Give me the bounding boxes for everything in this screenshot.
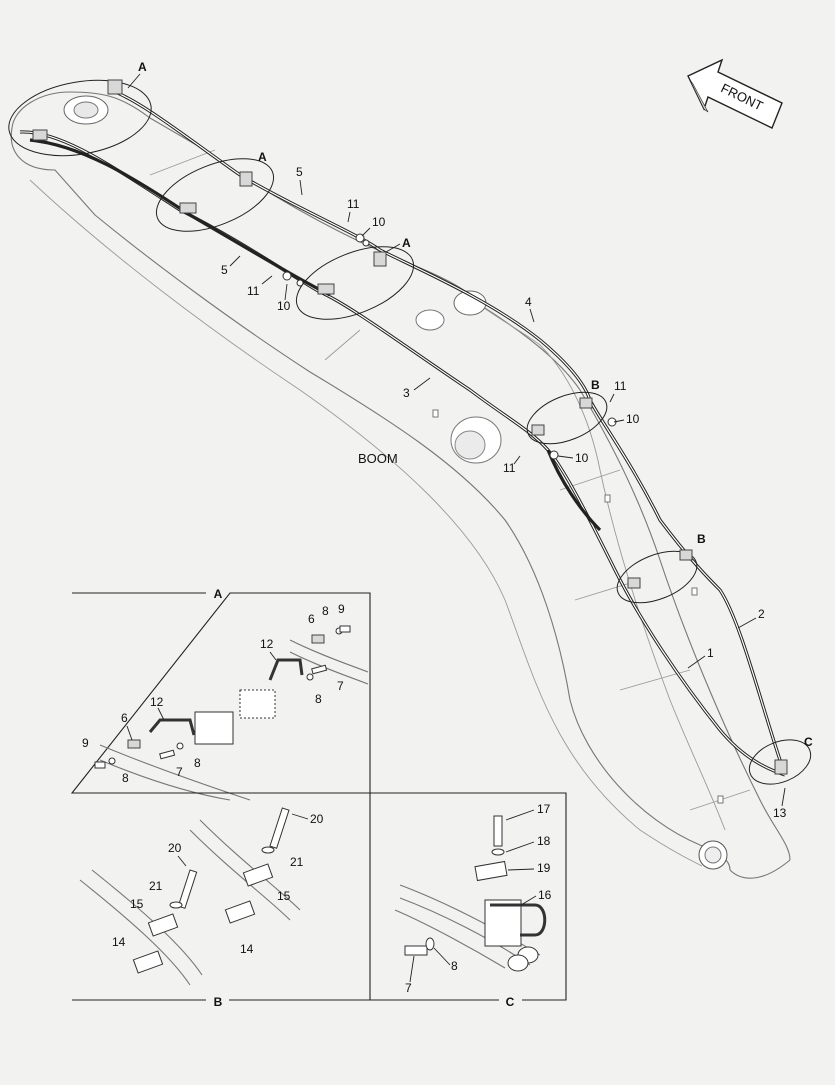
callout-c-18: 18 [537,834,551,848]
detail-b-title: B [214,995,223,1009]
callout-main-c: C [804,735,813,749]
detail-a-panel: A 6 8 9 12 7 8 12 6 9 8 7 8 [70,587,371,801]
callout-main-4: 4 [525,295,532,309]
callout-a-8-mid: 8 [315,692,322,706]
callout-b-14-left: 14 [112,935,126,949]
callout-main-11b: 11 [247,284,260,298]
hose-clamps [32,79,788,775]
main-callouts: A A A B B C 1 2 3 4 5 5 10 10 10 10 11 1… [127,60,813,820]
callout-a-9-bottom: 9 [82,736,89,750]
callout-c-19: 19 [537,861,551,875]
callout-main-10b: 10 [277,299,291,313]
callout-main-10a: 10 [372,215,386,229]
callout-main-b2: B [697,532,706,546]
boom-label: BOOM [358,451,398,466]
callout-main-5a: 5 [296,165,303,179]
front-arrow-icon: FRONT [687,58,783,129]
callout-main-13: 13 [773,806,787,820]
callout-main-2: 2 [758,607,765,621]
callout-main-10c: 10 [626,412,640,426]
callout-c-16: 16 [538,888,552,902]
callout-a-6-bottom: 6 [121,711,128,725]
callout-b-14-right: 14 [240,942,254,956]
callout-b-20-left: 20 [168,841,182,855]
detail-a-title: A [214,587,223,601]
callout-main-a1: A [138,60,147,74]
callout-main-5b: 5 [221,263,228,277]
callout-b-15-left: 15 [130,897,144,911]
boom-body [10,91,791,879]
callout-main-a2: A [258,150,267,164]
callout-a-12-bottom: 12 [150,695,164,709]
callout-b-21-right: 21 [290,855,304,869]
detail-c-title: C [506,995,515,1009]
callout-a-7-top: 7 [337,679,344,693]
callout-a-8-bottom: 8 [122,771,129,785]
detail-b-panel: B 20 21 15 14 20 21 15 14 [72,792,371,1009]
callout-main-1: 1 [707,646,714,660]
callout-b-20-right: 20 [310,812,324,826]
callout-main-a3: A [402,236,411,250]
callout-main-b1: B [591,378,600,392]
callout-b-15-right: 15 [277,889,291,903]
callout-main-10d: 10 [575,451,589,465]
callout-a-7-bottom: 7 [176,765,183,779]
callout-main-11c: 11 [614,379,627,393]
callout-main-11a: 11 [347,197,360,211]
detail-circles [8,79,812,785]
callout-a-8-top: 8 [322,604,329,618]
callout-a-12-top: 12 [260,637,274,651]
detail-c-panel: C 17 18 19 16 8 7 [370,792,567,1009]
callout-a-8-right: 8 [194,756,201,770]
callout-c-7: 7 [405,981,412,995]
hose-lines [19,88,786,777]
callout-c-17: 17 [537,802,551,816]
callout-main-3: 3 [403,386,410,400]
callout-a-9-top: 9 [338,602,345,616]
callout-main-11d: 11 [503,461,516,475]
callout-a-6-top: 6 [308,612,315,626]
callout-b-21-left: 21 [149,879,163,893]
callout-c-8: 8 [451,959,458,973]
